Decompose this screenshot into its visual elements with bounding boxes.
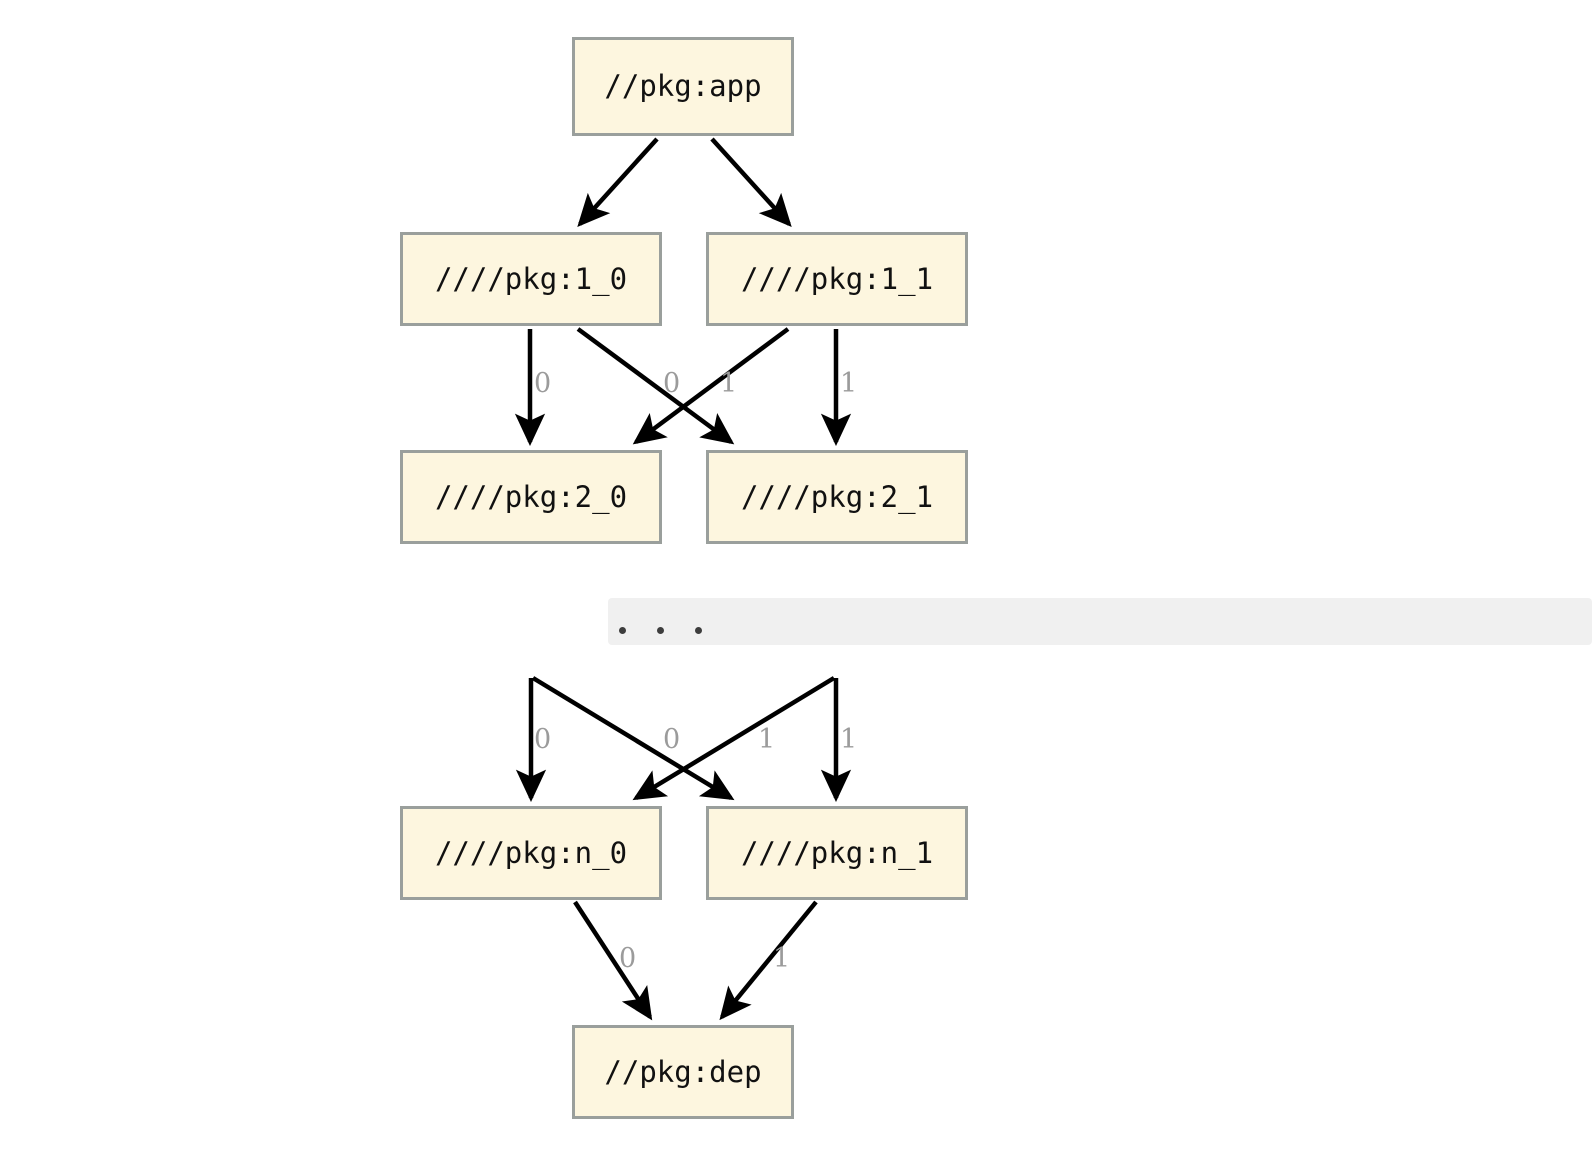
node-dep[interactable]: //pkg:dep xyxy=(572,1025,794,1119)
ellipsis-icon xyxy=(619,627,733,634)
node-label: ////pkg:1_0 xyxy=(434,261,628,296)
edge-label-cut-n_1-straight: 1 xyxy=(840,724,858,755)
node-label: ////pkg:2_0 xyxy=(434,479,628,514)
node-label: //pkg:app xyxy=(604,69,762,103)
edge-n_1-to-dep xyxy=(719,900,818,1021)
edge-app-to-1_1 xyxy=(710,137,792,228)
edge-n_0-to-dep xyxy=(573,900,653,1021)
node-pkg-1_1[interactable]: ////pkg:1_1 xyxy=(706,232,968,326)
ellipsis-dot-1 xyxy=(619,627,626,634)
edge-1_1-to-2_0 xyxy=(632,327,790,445)
edge-label-1_0-2_1: 0 xyxy=(663,368,681,399)
node-pkg-n_0[interactable]: ////pkg:n_0 xyxy=(400,806,662,900)
edge-label-n_0-dep: 0 xyxy=(619,943,637,974)
edge-cut-to-n_1 xyxy=(531,676,735,801)
node-label: ////pkg:n_1 xyxy=(740,835,934,870)
edge-1_0-to-2_1 xyxy=(576,327,735,445)
node-app[interactable]: //pkg:app xyxy=(572,37,794,136)
node-label: //pkg:dep xyxy=(604,1054,762,1089)
node-pkg-1_0[interactable]: ////pkg:1_0 xyxy=(400,232,662,326)
edge-label-1_1-2_0: 1 xyxy=(720,368,738,399)
edge-app-to-1_0 xyxy=(577,137,659,228)
edge-label-cut-n_0: 0 xyxy=(534,724,552,755)
ellipsis-dot-2 xyxy=(657,627,664,634)
edge-label-1_1-2_1: 1 xyxy=(840,368,858,399)
edge-label-n_1-dep: 1 xyxy=(773,943,791,974)
node-pkg-n_1[interactable]: ////pkg:n_1 xyxy=(706,806,968,900)
edge-label-cut-n_1: 0 xyxy=(663,724,681,755)
edge-cut-to-n_0-cross xyxy=(632,676,836,801)
node-label: ////pkg:2_1 xyxy=(740,479,934,514)
edge-label-1_0-2_0: 0 xyxy=(534,368,552,399)
node-label: ////pkg:1_1 xyxy=(740,261,934,296)
node-pkg-2_0[interactable]: ////pkg:2_0 xyxy=(400,450,662,544)
edge-label-cut-n_0-cross: 1 xyxy=(758,724,776,755)
node-label: ////pkg:n_0 xyxy=(434,835,628,870)
node-pkg-2_1[interactable]: ////pkg:2_1 xyxy=(706,450,968,544)
ellipsis-dot-3 xyxy=(695,627,702,634)
truncation-band xyxy=(608,598,1592,645)
